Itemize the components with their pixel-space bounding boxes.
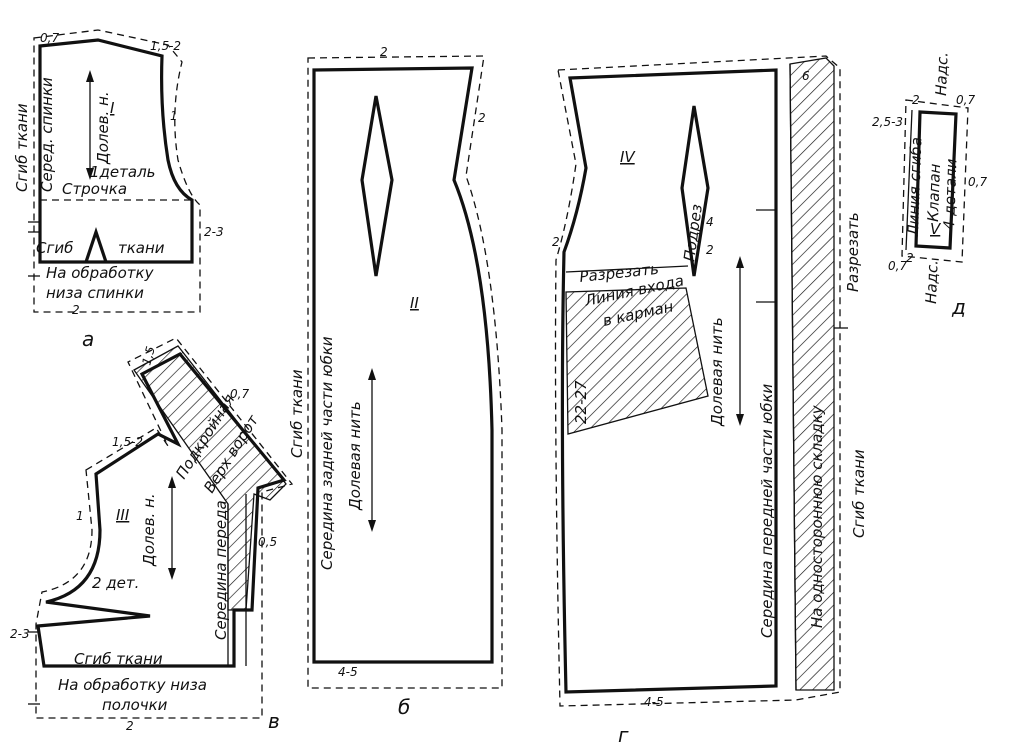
panel-d-seam-allowance [901,99,969,263]
panel-v-outline [36,351,287,668]
panel-d-allowance-left: 2,5-3 [872,115,903,129]
panel-v-allowance-collar-top: 1,5 [139,345,157,367]
panel-v-fold-label: Сгиб ткани [74,650,163,668]
panel-v-roman-numeral: III [116,506,130,524]
panel-d-allowance-bottom-left: 0,7 [888,259,907,273]
panel-b-outline [312,66,494,664]
panel-g-seam-allowance [554,55,841,707]
panel-d-allowance-bottom: 2 [906,251,914,265]
panel-g-range-label: 22-27 [572,380,590,424]
panel-v-caption: в [268,709,280,733]
panel-g-allowance-hem: 4-5 [644,695,664,709]
panel-v-count-label: 2 дет. [92,574,139,592]
panel-g-arrowhead-top [736,256,744,268]
panel-g-dart [680,105,710,277]
panel-g-cut-side-label: Разрезать [844,212,862,292]
panel-v-allowance-side: 2-3 [10,627,30,641]
panel-b-grain-label: Долевая нить [346,401,364,511]
panel-a-seam-allowance [33,29,201,313]
panel-v-arrowhead-top [168,476,176,488]
panel-d-count-label: 4 детали [940,158,960,230]
panel-a-center-back-label: Серед. спинки [38,77,56,192]
panel-d-fold-line-label: Линия сгиба [904,137,925,237]
panel-b-seam-allowance [307,55,503,689]
panel-d-roman-numeral: V [930,220,942,238]
panel-b-allowance-hem: 4-5 [338,665,358,679]
panel-g-allowance-dart-bottom: 2 [706,243,714,257]
panel-d-nadr-top-label: Надс. [932,52,952,96]
panel-v: III Долев. н. 2 дет. Середина переда Сги… [10,337,294,733]
panel-a-grain-label: Долев. н. [94,91,112,165]
panel-a-allowance-bottom-side: 2-3 [204,225,224,239]
panel-v-allowance-armhole: 1 [76,509,84,523]
panel-v-center-front-label: Середина переда [212,500,230,640]
panel-a-count-label: 1деталь [90,163,156,181]
panel-v-allowance-bottom: 2 [126,719,134,733]
panel-g-cut-line [565,265,689,273]
panel-v-allowance-front: 0,5 [258,535,277,549]
panel-g-fold-label: Сгиб ткани [850,449,868,538]
panel-d-nadr-bottom-label: Надс. [922,260,942,304]
panel-g-pleat-line [789,63,797,691]
panel-a-outline [38,38,194,264]
panel-b-arrowhead-bottom [368,520,376,532]
panel-g-caption: г [618,723,629,747]
panel-v-grain-label: Долев. н. [140,493,158,567]
panel-g-roman-numeral: IV [620,148,636,166]
panel-a: Сгиб ткани Серед. спинки Долев. н. I 1де… [13,29,224,351]
panel-d-allowance-top: 2 [912,93,920,107]
panel-a-arrowhead-top [86,70,94,82]
panel-v-arrowhead-bottom [168,568,176,580]
panel-g-allowance-side: 2 [552,235,560,249]
panel-a-allowance-side: 1 [170,109,178,123]
panel-b-allowance-side: 2 [478,111,486,125]
panel-v-allowance-collar-side: 0,7 [230,387,249,401]
panel-g-arrowhead-bottom [736,414,744,426]
panel-g-grain-label: Долевая нить [708,317,726,427]
panel-v-hem-label-2: полочки [102,696,168,714]
panel-a-arrowhead-bottom [86,168,94,180]
panel-v-seam-allowance [35,337,294,719]
panel-a-fold2-right-label: ткани [118,239,165,257]
panel-a-fold-notch [84,226,108,263]
panel-a-hem-label-2: низа спинки [46,284,144,302]
panel-g-center-label: Середина передней части юбки [758,383,776,638]
panel-g-pocket-hatch [565,287,709,435]
panel-b-fold-label: Сгиб ткани [288,369,306,458]
panel-b-caption: б [398,695,410,719]
panel-b-allowance-top: 2 [380,45,388,59]
panel-b-arrowhead-top [368,368,376,380]
panel-b-dart [360,95,394,277]
panel-a-allowance-bottom: 2 [72,303,80,317]
panel-a-fold2-left-label: Сгиб [36,239,73,257]
panel-b-center-label: Середина задней части юбки [318,336,336,570]
panel-b-roman-numeral: II [410,294,419,312]
panel-g-outline [560,68,778,694]
panel-a-roman-numeral: I [110,99,115,117]
panel-d-flap-label: Клапан [924,163,944,222]
panel-g-allowance-top: 6 [802,69,810,83]
panel-v-allowance-shoulder: 1,5-2 [112,435,143,449]
panel-d-allowance-right-top: 0,7 [956,93,975,107]
panel-b: Сгиб ткани Середина задней части юбки До… [288,45,503,719]
panel-d-fold-line [905,109,913,251]
panel-a-hem-label-1: На обработку [46,264,155,282]
panel-a-allowance-top-right: 1,5-2 [150,39,181,53]
panel-d-allowance-right: 0,7 [968,175,987,189]
panel-g-allowance-dart-top: 4 [706,215,714,229]
panel-a-caption: а [82,327,94,351]
panel-g: IV Разрезать Подрез Линия входа в карман… [552,55,868,747]
panel-a-allowance-top-left: 0,7 [40,31,59,45]
panel-v-hem-label-1: На обработку низа [58,676,207,694]
panel-d-caption: д [951,295,966,319]
panel-a-stitch-label: Строчка [62,180,127,198]
panel-g-pleat-label: На одностороннюю складку [808,404,826,628]
panel-a-fold-label: Сгиб ткани [13,103,31,192]
panel-d: V Клапан 4 детали Линия сгиба Надс. Надс… [872,52,987,319]
panel-d-outline [914,110,958,250]
